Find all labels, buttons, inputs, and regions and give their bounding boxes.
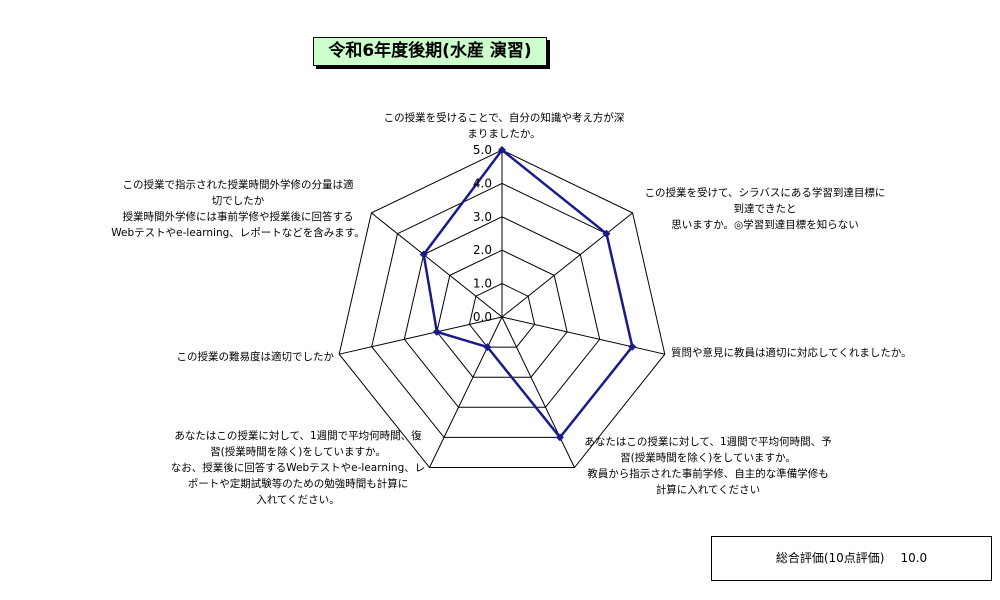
axis-label-4-line-3: ポートや定期試験等のための勉強時間も計算に — [187, 478, 409, 490]
tick-label-4: 4.0 — [473, 176, 492, 190]
axis-label-2: 質問や意見に教員は適切に対応してくれましたか。 — [671, 345, 912, 361]
axis-label-4: あなたはこの授業に対して、1週間で平均何時間、復習(授業時間を除く)をしています… — [171, 428, 425, 508]
axis-label-0-line-0: この授業を受けることで、自分の知識や考え方が深 — [383, 112, 625, 124]
data-point-3 — [555, 433, 564, 442]
summary-label: 総合評価(10点評価) — [775, 551, 885, 565]
axis-spoke-6 — [371, 212, 503, 318]
axis-spoke-2 — [501, 316, 665, 355]
data-point-1 — [602, 229, 611, 238]
summary-value: 10.0 — [900, 551, 928, 565]
axis-label-4-line-0: あなたはこの授業に対して、1週間で平均何時間、復 — [174, 430, 422, 442]
axis-spoke-1 — [501, 212, 633, 318]
axis-label-4-line-1: 習(授業時間を除く)をしていますか。 — [210, 446, 386, 458]
data-point-4 — [483, 343, 492, 352]
data-point-5 — [432, 327, 441, 336]
tick-label-2: 2.0 — [473, 243, 492, 257]
axis-label-1-line-2: 思いますか。◎学習到達目標を知らない — [671, 219, 859, 231]
tick-label-1: 1.0 — [473, 277, 492, 291]
grid-ring-3 — [403, 216, 601, 408]
axis-spoke-5 — [339, 316, 503, 355]
data-point-0 — [498, 146, 506, 154]
axis-label-2-line-0: 質問や意見に教員は適切に対応してくれましたか。 — [671, 347, 912, 359]
grid-ring-2 — [436, 249, 568, 378]
axis-label-6-line-2: 授業時間外学修には事前学修や授業後に回答する — [122, 211, 354, 223]
axis-label-6: この授業で指示された授業時間外学修の分量は適切でしたか授業時間外学修には事前学修… — [111, 177, 364, 241]
tick-label-5: 5.0 — [473, 143, 492, 157]
tick-label-3: 3.0 — [473, 210, 492, 224]
axis-label-5-line-0: この授業の難易度は適切でしたか — [176, 351, 335, 363]
axis-label-0-line-1: まりましたか。 — [467, 128, 541, 140]
axis-label-3-line-1: 習(授業時間を除く)をしていますか。 — [620, 452, 796, 464]
axis-label-4-line-4: 入れてください。 — [256, 494, 340, 506]
axis-label-1: この授業を受けて、シラバスにある学習到達目標に到達できたと思いますか。◎学習到達… — [645, 185, 886, 233]
axis-spoke-3 — [501, 316, 575, 468]
data-point-6 — [419, 250, 428, 259]
chart-title: 令和6年度後期(水産 演習) — [313, 37, 547, 66]
summary-box: 総合評価(10点評価) 10.0 — [711, 536, 992, 581]
axis-label-5: この授業の難易度は適切でしたか — [177, 349, 335, 365]
axis-spoke-4 — [429, 316, 503, 468]
axis-label-6-line-1: 切でしたか — [211, 195, 265, 207]
grid-ring-5 — [338, 149, 666, 468]
axis-label-6-line-3: Webテストやe-learning、レポートなどを含みます。 — [111, 227, 365, 239]
axis-label-6-line-0: この授業で指示された授業時間外学修の分量は適 — [122, 179, 354, 191]
axis-label-3-line-3: 計算に入れてください — [655, 484, 761, 496]
axis-label-1-line-0: この授業を受けて、シラバスにある学習到達目標に — [644, 187, 886, 199]
series-line — [422, 148, 634, 440]
axis-label-1-line-1: 到達できたと — [733, 203, 797, 215]
axis-label-3-line-2: 教員から指示された事前学修、自主的な準備学修も — [587, 468, 829, 480]
tick-label-0: 0.0 — [473, 310, 492, 324]
axis-label-4-line-2: なお、授業後に回答するWebテストやe-learning、レ — [170, 462, 426, 474]
axis-label-3-line-0: あなたはこの授業に対して、1週間で平均何時間、予 — [584, 436, 832, 448]
grid-ring-1 — [468, 283, 536, 348]
data-point-2 — [628, 342, 637, 351]
axis-label-3: あなたはこの授業に対して、1週間で平均何時間、予習(授業時間を除く)をしています… — [584, 434, 831, 498]
axis-label-0: この授業を受けることで、自分の知識や考え方が深まりましたか。 — [384, 110, 625, 142]
